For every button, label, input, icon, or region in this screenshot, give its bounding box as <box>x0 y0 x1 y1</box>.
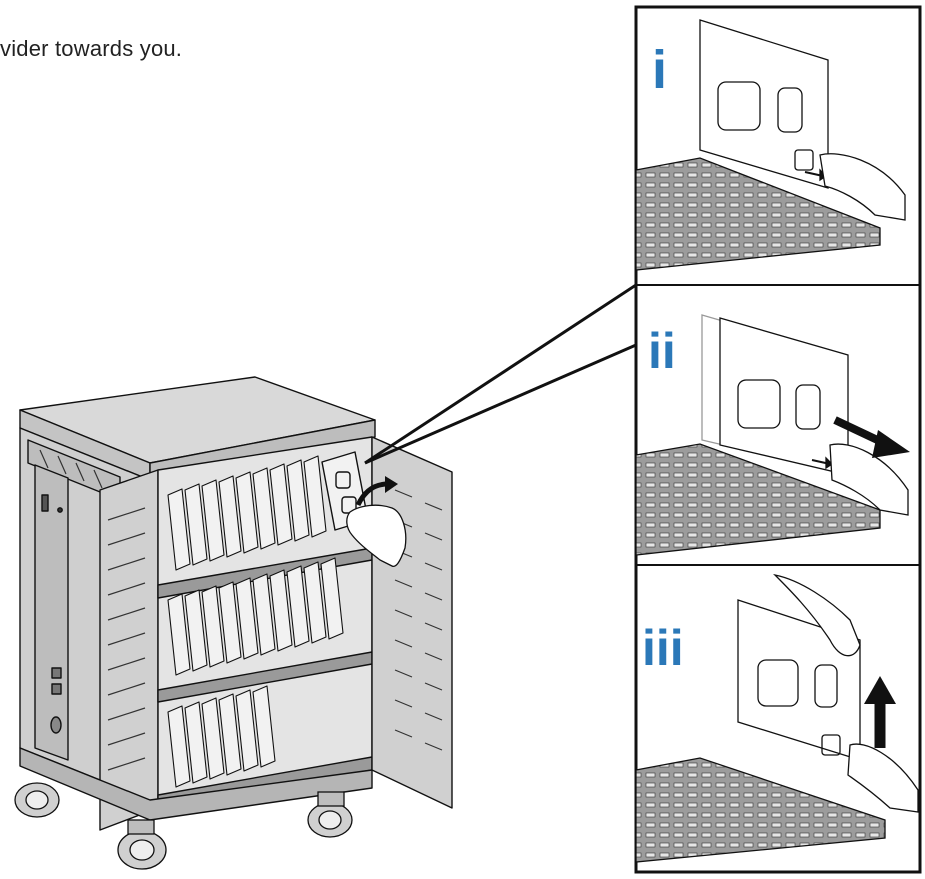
side-power-panel <box>34 464 69 761</box>
left-door <box>99 469 159 831</box>
step-label-i: i <box>652 40 667 100</box>
step-ii-arrow-head <box>872 430 910 458</box>
callout-lines <box>364 283 637 465</box>
step-i-illustration <box>635 19 906 271</box>
step-label-iii: iii <box>642 620 684 676</box>
step-iii-illustration <box>635 573 919 863</box>
right-door <box>371 436 453 809</box>
pull-arrow <box>355 481 389 507</box>
step-ii-illustration <box>635 314 909 556</box>
dividers-row-2 <box>167 557 344 676</box>
pull-arrow-head <box>385 476 398 493</box>
step-iii-arrow-head <box>864 676 896 704</box>
cart-wheels <box>14 782 353 870</box>
instruction-text: vider towards you. <box>0 36 183 61</box>
hand-illustration <box>346 504 407 568</box>
dividers-row-3 <box>167 685 276 788</box>
charging-cart <box>19 376 453 831</box>
cart-base <box>19 747 373 821</box>
dividers-row-1 <box>167 455 327 571</box>
detail-panel: i ii iii <box>634 5 922 874</box>
step-label-ii: ii <box>648 323 676 379</box>
